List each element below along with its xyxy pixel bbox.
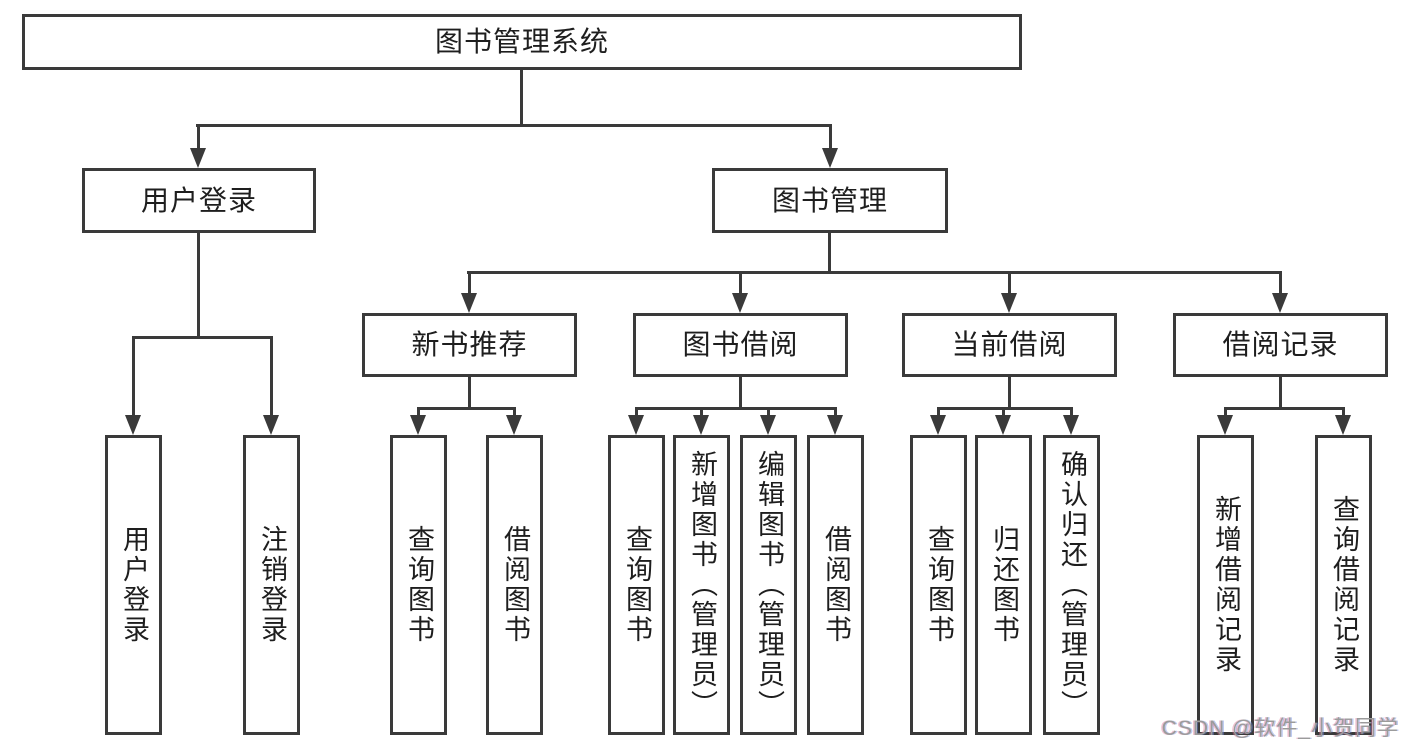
arrow-to-book-mgmt (822, 124, 838, 168)
leaf-bb-borrow-books: 借阅图书 (807, 435, 864, 735)
leaf-bb-edit-books-admin-label: 编辑图书（管理员） (754, 450, 784, 720)
leaf-cb-query-books: 查询图书 (910, 435, 967, 735)
node-user-login: 用户登录 (82, 168, 316, 233)
connector-book-mgmt-vline (828, 233, 831, 274)
arrow-to-cb-return (995, 407, 1011, 435)
leaf-br-query-record-label: 查询借阅记录 (1329, 495, 1359, 675)
leaf-user-login-label: 用户登录 (119, 525, 149, 645)
connector-root-vline (520, 70, 523, 127)
leaf-cb-return-books: 归还图书 (975, 435, 1032, 735)
leaf-nbr-query-books-label: 查询图书 (404, 525, 434, 645)
node-user-login-label: 用户登录 (140, 184, 257, 216)
connector-borrow-record-hline (1224, 407, 1345, 410)
connector-current-borrow-vline (1008, 377, 1011, 410)
node-root: 图书管理系统 (22, 14, 1022, 70)
leaf-cb-confirm-return-admin-label: 确认归还（管理员） (1057, 450, 1087, 720)
connector-user-login-vline (197, 233, 200, 339)
node-borrow-record: 借阅记录 (1173, 313, 1388, 377)
leaf-nbr-query-books: 查询图书 (390, 435, 447, 735)
leaf-user-login: 用户登录 (105, 435, 162, 735)
arrow-to-current-borrow (1001, 271, 1017, 313)
node-book-borrow-label: 图书借阅 (682, 329, 799, 360)
connector-root-hline (196, 124, 832, 127)
node-root-label: 图书管理系统 (434, 26, 609, 57)
leaf-cb-return-books-label: 归还图书 (989, 525, 1019, 645)
arrow-to-cb-confirm (1063, 407, 1079, 435)
leaf-bb-edit-books-admin: 编辑图书（管理员） (740, 435, 797, 735)
arrow-to-nbr-borrow (506, 407, 522, 435)
connector-current-borrow-hline (937, 407, 1073, 410)
node-current-borrow-label: 当前借阅 (951, 329, 1068, 360)
arrow-to-bb-borrow (827, 407, 843, 435)
leaf-br-add-record-label: 新增借阅记录 (1211, 495, 1241, 675)
leaf-cb-query-books-label: 查询图书 (924, 525, 954, 645)
leaf-bb-add-books-admin: 新增图书（管理员） (673, 435, 730, 735)
arrow-to-nbr-query (410, 407, 426, 435)
arrow-to-new-book-rec (461, 271, 477, 313)
connector-new-book-rec-hline (417, 407, 516, 410)
node-borrow-record-label: 借阅记录 (1222, 329, 1339, 360)
arrow-to-cb-query (930, 407, 946, 435)
arrow-to-br-query (1335, 407, 1351, 435)
arrow-to-borrow-record (1272, 271, 1288, 313)
connector-new-book-rec-vline (468, 377, 471, 410)
node-new-book-rec-label: 新书推荐 (411, 329, 528, 360)
leaf-nbr-borrow-books: 借阅图书 (486, 435, 543, 735)
leaf-logout-label: 注销登录 (257, 525, 287, 645)
arrow-to-bb-add (693, 407, 709, 435)
connector-user-login-hline (132, 336, 273, 339)
leaf-nbr-borrow-books-label: 借阅图书 (500, 525, 530, 645)
node-current-borrow: 当前借阅 (902, 313, 1117, 377)
node-book-mgmt: 图书管理 (712, 168, 948, 233)
connector-book-borrow-hline (635, 407, 837, 410)
csdn-watermark: CSDN @软件_小贺同学 (1161, 717, 1399, 740)
arrow-to-br-add (1217, 407, 1233, 435)
leaf-bb-query-books-label: 查询图书 (622, 525, 652, 645)
node-book-borrow: 图书借阅 (633, 313, 848, 377)
arrow-to-user-login (190, 124, 206, 168)
node-new-book-rec: 新书推荐 (362, 313, 577, 377)
arrow-to-logout (263, 336, 279, 435)
leaf-cb-confirm-return-admin: 确认归还（管理员） (1043, 435, 1100, 735)
connector-borrow-record-vline (1279, 377, 1282, 410)
connector-book-borrow-vline (739, 377, 742, 410)
leaf-logout: 注销登录 (243, 435, 300, 735)
node-book-mgmt-label: 图书管理 (771, 184, 888, 216)
leaf-bb-add-books-admin-label: 新增图书（管理员） (687, 450, 717, 720)
arrow-to-bb-edit (760, 407, 776, 435)
arrow-to-login (125, 336, 141, 435)
leaf-bb-borrow-books-label: 借阅图书 (821, 525, 851, 645)
arrow-to-book-borrow (732, 271, 748, 313)
leaf-br-query-record: 查询借阅记录 (1315, 435, 1372, 735)
connector-book-mgmt-hline (467, 271, 1282, 274)
leaf-bb-query-books: 查询图书 (608, 435, 665, 735)
arrow-to-bb-query (628, 407, 644, 435)
leaf-br-add-record: 新增借阅记录 (1197, 435, 1254, 735)
